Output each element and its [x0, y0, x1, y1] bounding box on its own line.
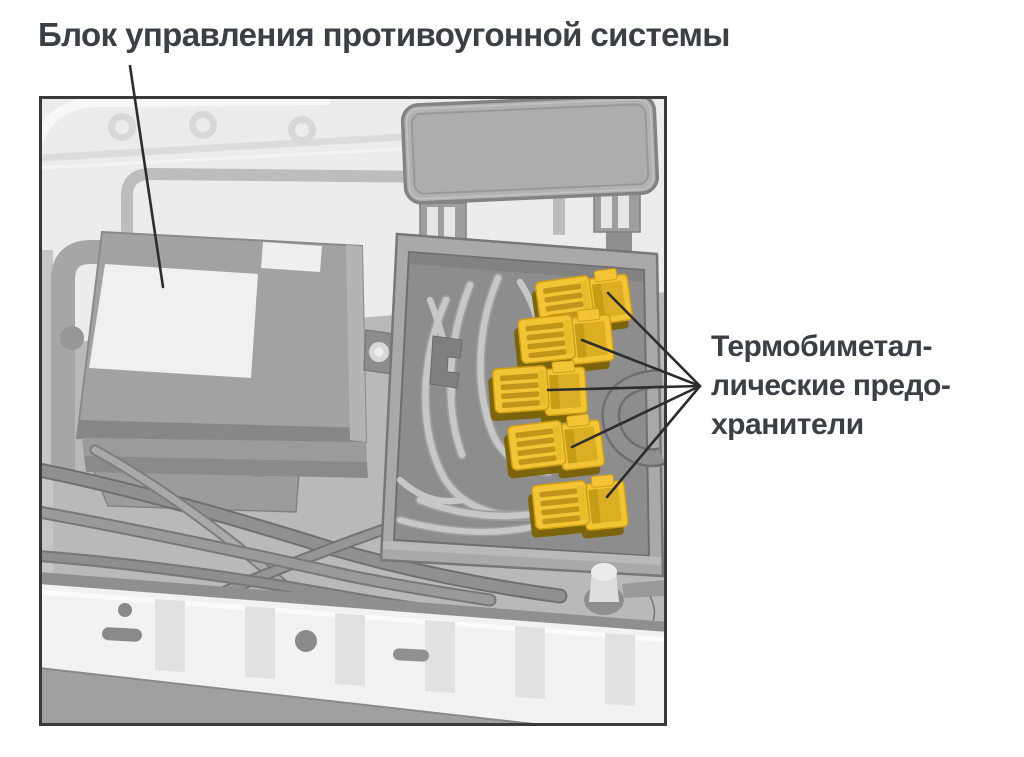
hinge-slot [618, 192, 629, 228]
panel-groove [39, 132, 421, 162]
panel-hole [288, 116, 316, 144]
control-unit-step [82, 438, 367, 462]
body-sill [39, 572, 667, 726]
panel-groove-highlight [39, 146, 421, 170]
wire-clamp [429, 335, 463, 389]
fuse-box [379, 232, 666, 578]
left-edge-strip [39, 250, 53, 580]
fuse-callout-line-1: Термобиметал- [711, 330, 932, 363]
fuse-box-lid [400, 96, 660, 205]
control-unit-lower-band [77, 420, 366, 442]
left-pillar [51, 240, 140, 470]
sill-slot-right [393, 648, 429, 662]
control-unit-step-dark [84, 456, 368, 478]
fuse-callout-line-2: лические предо- [711, 369, 951, 402]
pillar-nub [60, 326, 84, 350]
control-unit-side-face [346, 245, 366, 442]
fuse-callout-line-3: хранители [711, 408, 864, 441]
sill-lower-edge [39, 667, 561, 726]
sill-recess-strips [155, 599, 635, 706]
sill-slot-left [101, 627, 142, 642]
control-unit-label [89, 264, 258, 378]
rubber-peg [584, 563, 664, 631]
hinge-slot [444, 207, 455, 241]
figure-title: Блок управления противоугонной системы [38, 16, 730, 53]
sill-dot-large [295, 630, 317, 652]
mounting-hole [374, 347, 384, 357]
sill-shadow-edge [39, 572, 667, 636]
interior-shadow [409, 252, 644, 282]
sill-dot-small [118, 603, 132, 617]
control-unit-small-label [261, 242, 322, 272]
hinge-slot [427, 207, 438, 241]
panel-hole [189, 111, 217, 139]
illustration-engine-bay [39, 96, 667, 726]
panel-holes [108, 111, 316, 144]
panel-highlight [39, 96, 331, 142]
box-bottom-rim [382, 541, 662, 565]
hinge-slot [601, 192, 612, 228]
fuse-callout-label: Термобиметал- лические предо- хранители [711, 327, 1011, 444]
